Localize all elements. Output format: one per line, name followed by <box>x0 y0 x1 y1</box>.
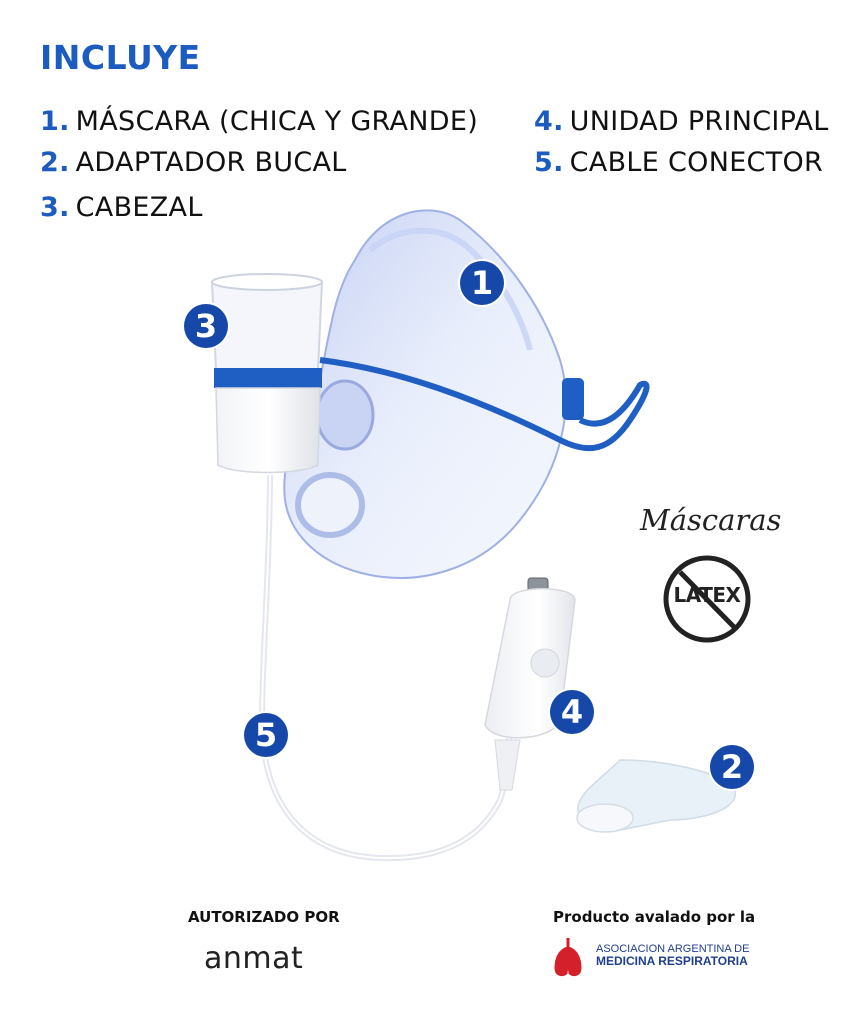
badge-5: 5 <box>244 713 288 757</box>
item-main-unit: 4.UNIDAD PRINCIPAL <box>534 106 829 137</box>
cable-highlight <box>260 474 511 860</box>
mouthpiece <box>576 759 736 833</box>
item-number: 3. <box>40 192 70 223</box>
item-number: 1. <box>40 106 70 137</box>
association-line-2: MEDICINA RESPIRATORIA <box>596 954 748 968</box>
item-cable: 5.CABLE CONECTOR <box>534 147 823 178</box>
badge-1: 1 <box>460 261 504 305</box>
mask <box>283 209 567 579</box>
mask-strap <box>319 357 650 452</box>
anmat-logo: anmat <box>204 941 304 976</box>
item-mask: 1.MÁSCARA (CHICA Y GRANDE) <box>40 106 478 137</box>
latex-label: LATEX <box>673 583 741 607</box>
endorsed-label: Producto avalado por la <box>553 908 756 926</box>
no-latex-icon <box>663 555 751 643</box>
nebulizer-cup <box>210 273 324 474</box>
masks-label: Máscaras <box>640 503 782 537</box>
item-label: CABEZAL <box>75 192 203 223</box>
authorized-label: AUTORIZADO POR <box>188 908 340 926</box>
association-logo: ASOCIACION ARGENTINA DE MEDICINA RESPIRA… <box>596 943 749 967</box>
page-title: INCLUYE <box>40 38 201 77</box>
badge-3: 3 <box>184 304 228 348</box>
item-mouthpiece: 2.ADAPTADOR BUCAL <box>40 147 347 178</box>
lungs-icon <box>554 938 582 977</box>
item-number: 5. <box>534 147 564 178</box>
item-number: 2. <box>40 147 70 178</box>
strap-clip <box>562 378 584 420</box>
badge-4: 4 <box>550 690 594 734</box>
item-number: 4. <box>534 106 564 137</box>
item-label: CABLE CONECTOR <box>569 147 824 178</box>
badge-2: 2 <box>710 745 754 789</box>
item-head: 3.CABEZAL <box>40 192 203 223</box>
main-unit <box>484 577 576 791</box>
item-label: ADAPTADOR BUCAL <box>75 147 347 178</box>
item-label: UNIDAD PRINCIPAL <box>569 106 829 137</box>
item-label: MÁSCARA (CHICA Y GRANDE) <box>75 106 479 137</box>
association-line-1: ASOCIACION ARGENTINA DE <box>596 943 750 955</box>
